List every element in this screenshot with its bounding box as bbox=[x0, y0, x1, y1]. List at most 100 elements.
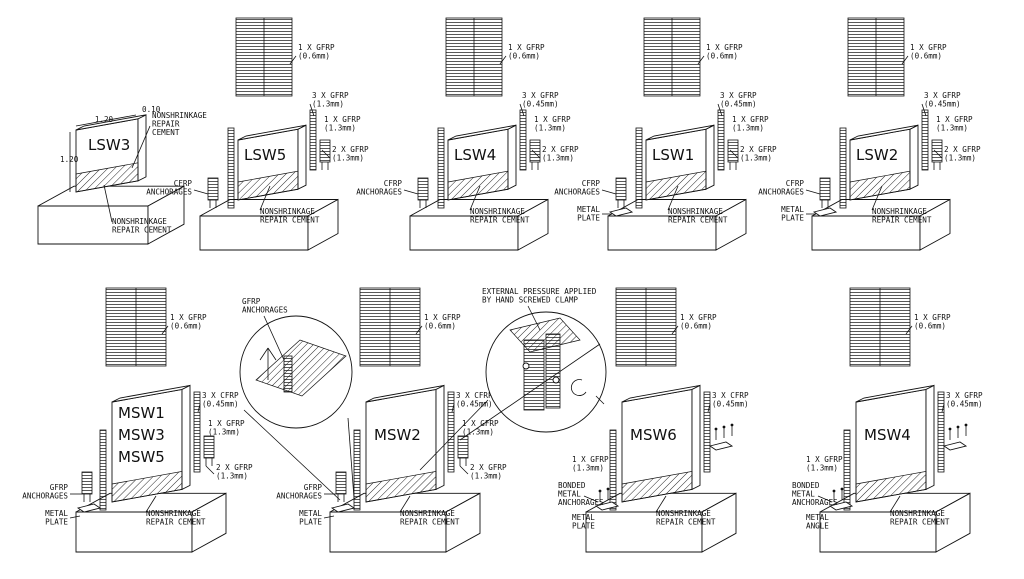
edge-strip-left bbox=[99, 429, 107, 511]
metal-plate-right bbox=[942, 441, 968, 451]
leader-line bbox=[469, 185, 481, 211]
leader-line bbox=[403, 189, 419, 195]
label-2x-gfrp-13: 2 X GFRP(1.3mm) bbox=[470, 463, 507, 481]
leader-line bbox=[805, 189, 821, 195]
specimen-label-msw135-2: MSW5 bbox=[118, 448, 165, 466]
edge-strip-left bbox=[227, 127, 235, 209]
leader-line bbox=[905, 325, 913, 335]
edge-strip-right bbox=[309, 109, 317, 171]
repair-zone bbox=[855, 470, 927, 503]
footing-end bbox=[935, 492, 971, 553]
leader-line bbox=[729, 149, 739, 159]
label-mid-laminate: 3 X GFRP(0.45mm) bbox=[946, 391, 983, 409]
specimen-label-lsw3: LSW3 bbox=[88, 136, 130, 154]
metal-plate bbox=[594, 501, 620, 511]
anchorage-right bbox=[529, 139, 541, 163]
edge-strip-left bbox=[843, 429, 851, 511]
repair-zone bbox=[621, 470, 693, 503]
label-1x-gfrp-06: 1 X GFRP(0.6mm) bbox=[170, 313, 207, 331]
specimen-label-msw135-1: MSW3 bbox=[118, 426, 165, 444]
label-mid-laminate: 3 X GFRP(1.3mm) bbox=[312, 91, 349, 109]
leader-line bbox=[671, 325, 679, 335]
label-2x-gfrp-13: 2 X GFRP(1.3mm) bbox=[332, 145, 369, 163]
footing-end bbox=[701, 492, 737, 553]
dim-width: 1.20 bbox=[95, 115, 114, 124]
label-2x-gfrp-13: 2 X GFRP(1.3mm) bbox=[216, 463, 253, 481]
leader-line bbox=[197, 403, 201, 413]
bolt-head bbox=[832, 489, 836, 493]
edge-strip-left bbox=[437, 127, 445, 209]
anchorage-right bbox=[727, 139, 739, 163]
leader-line bbox=[601, 189, 617, 195]
leader-line bbox=[145, 495, 157, 513]
repair-zone bbox=[447, 170, 509, 201]
specimen-label-msw2: MSW2 bbox=[374, 426, 421, 444]
edge-strip-right bbox=[717, 109, 725, 171]
footing-end bbox=[307, 198, 339, 251]
specimen-label-msw135-0: MSW1 bbox=[118, 404, 165, 422]
edge-strip-left bbox=[635, 127, 643, 209]
label-1x-gfrp-06: 1 X GFRP(0.6mm) bbox=[706, 43, 743, 61]
label-1x-gfrp-13: 1 X GFRP(1.3mm) bbox=[572, 455, 609, 473]
bolt-head bbox=[840, 487, 844, 491]
repair-zone bbox=[365, 470, 437, 503]
metal-plate-right bbox=[708, 441, 734, 451]
leader-line bbox=[263, 315, 285, 361]
wall-edge bbox=[435, 384, 445, 491]
wall-top bbox=[237, 124, 307, 141]
specimen-label-msw6: MSW6 bbox=[630, 426, 677, 444]
repair-zone bbox=[645, 170, 707, 201]
label-mid-laminate: 3 X CFRP(0.45mm) bbox=[456, 391, 493, 409]
detail-pointer bbox=[459, 343, 601, 441]
rotation-arrow bbox=[570, 379, 587, 396]
edge-strip-left bbox=[839, 127, 847, 209]
specimen-label-lsw2: LSW2 bbox=[856, 146, 898, 164]
wall-edge bbox=[691, 384, 701, 491]
specimen-label-lsw1: LSW1 bbox=[652, 146, 694, 164]
detail-pointer bbox=[243, 409, 341, 501]
detail-pointer bbox=[347, 417, 355, 499]
anchorage-left bbox=[335, 471, 347, 495]
bolt-head bbox=[948, 427, 952, 431]
leader-line bbox=[399, 495, 411, 513]
leader-line bbox=[697, 55, 705, 65]
footing-end bbox=[517, 198, 549, 251]
detail-anchor-strip bbox=[283, 355, 293, 393]
footing-end bbox=[445, 492, 481, 553]
edge-strip-right bbox=[447, 391, 455, 473]
leader-line bbox=[193, 189, 209, 195]
edge-strip-right bbox=[519, 109, 527, 171]
label-1x-gfrp-13: 1 X GFRP(1.3mm) bbox=[534, 115, 571, 133]
edge-strip-right bbox=[193, 391, 201, 473]
wall-edge bbox=[181, 384, 191, 491]
wall-top bbox=[365, 384, 445, 403]
clamp-screw bbox=[552, 376, 560, 384]
leader-line bbox=[707, 403, 711, 413]
label-1x-gfrp-06: 1 X GFRP(0.6mm) bbox=[298, 43, 335, 61]
repair-zone bbox=[75, 162, 139, 193]
edge-strip-left bbox=[353, 429, 361, 511]
label-1x-gfrp-13: 1 X GFRP(1.3mm) bbox=[732, 115, 769, 133]
repair-zone bbox=[111, 470, 183, 503]
leader-line bbox=[655, 495, 667, 513]
anchorage-right bbox=[931, 139, 943, 163]
leader-line bbox=[309, 103, 315, 117]
